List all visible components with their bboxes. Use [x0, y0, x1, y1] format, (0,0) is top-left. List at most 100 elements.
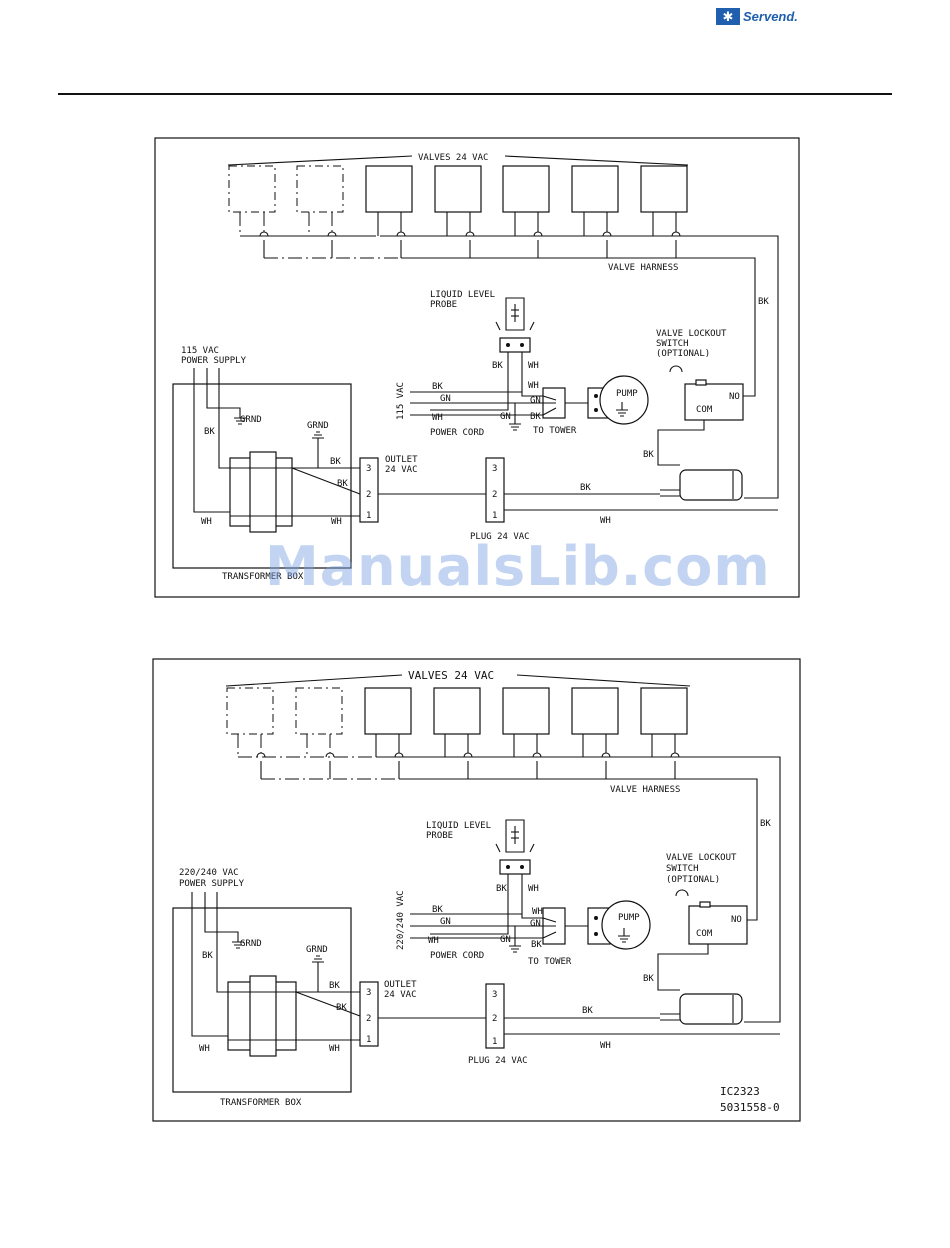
outlet-label-1: OUTLET: [385, 455, 418, 465]
valve-4: [434, 165, 482, 213]
valve-7: [640, 687, 688, 735]
lockout-label-3: (OPTIONAL): [656, 349, 710, 359]
power-cord-label: POWER CORD: [430, 428, 484, 438]
bk-right-label: BK: [758, 297, 769, 307]
bk-pump-label: BK: [531, 940, 542, 950]
probe-label-1: LIQUID LEVEL: [430, 290, 495, 300]
valves-bracket: VALVES 24 VAC: [227, 153, 689, 166]
snowflake-icon: ✱: [716, 8, 740, 25]
bk-probe-label: BK: [496, 884, 507, 894]
cord-voltage: 220/240 VAC: [396, 890, 406, 950]
header-rule: [58, 93, 892, 95]
lockout-switch: [657, 365, 744, 466]
supply-label-2: POWER SUPPLY: [179, 879, 245, 889]
liquid-level-probe: [430, 819, 535, 935]
wh-probe-label: WH: [528, 361, 539, 371]
valve-6: [571, 165, 619, 213]
wh-right-label: WH: [331, 517, 342, 527]
plug-label: PLUG 24 VAC: [470, 532, 530, 542]
valve-leads: [239, 212, 779, 499]
lockout-label-3: (OPTIONAL): [666, 875, 720, 885]
bk-left-label: BK: [204, 427, 215, 437]
outlet-label-1: OUTLET: [384, 980, 417, 990]
wh-left-label: WH: [201, 517, 212, 527]
bk-right-label: BK: [760, 819, 771, 829]
wh-right-label: WH: [329, 1044, 340, 1054]
gn-pump-label: GN: [530, 396, 541, 406]
wh-cord-label: WH: [428, 936, 439, 946]
bk-probe-label: BK: [492, 361, 503, 371]
lockout-label-1: VALVE LOCKOUT: [656, 329, 727, 339]
transformer-box-label: TRANSFORMER BOX: [222, 572, 304, 582]
plug-pin-2: 2: [492, 490, 497, 500]
grnd-1-label: GRND: [240, 939, 262, 949]
valve-3: [365, 165, 413, 213]
wh-cord-label: WH: [432, 413, 443, 423]
bk-left-label: BK: [202, 951, 213, 961]
level-sensor: [660, 993, 743, 1025]
plug-pin-3: 3: [492, 464, 497, 474]
wh-plug-label: WH: [600, 1041, 611, 1051]
valve-6: [571, 687, 619, 735]
valve-5: [502, 165, 550, 213]
valve-optional-1: [226, 687, 274, 735]
valve-4: [433, 687, 481, 735]
valve-optional-2: [295, 687, 343, 735]
plug-pin-1: 1: [492, 511, 497, 521]
grnd-2-label: GRND: [306, 945, 328, 955]
valve-optional-2: [296, 165, 344, 213]
wh-probe-label: WH: [528, 884, 539, 894]
supply-label-2: POWER SUPPLY: [181, 356, 247, 366]
outlet-pin-2: 2: [366, 1014, 371, 1024]
bk-plug-label: BK: [580, 483, 591, 493]
outlet-pin-1: 1: [366, 1035, 371, 1045]
lockout-label-2: SWITCH: [656, 339, 689, 349]
plug-24vac: [485, 983, 780, 1049]
bk-switch-label: BK: [643, 450, 654, 460]
logo-text: Servend.: [743, 9, 798, 24]
bk-xf2-label: BK: [337, 479, 348, 489]
bk-cord-label: BK: [432, 905, 443, 915]
level-sensor: [660, 469, 743, 501]
supply-label-1: 220/240 VAC: [179, 868, 239, 878]
transformer-box: [172, 892, 361, 1093]
outlet-pin-2: 2: [366, 490, 371, 500]
power-cord: [410, 387, 588, 431]
diagram-220vac: VALVES 24 VAC VALVE HARNESS BK LIQUID LE…: [152, 658, 801, 1122]
grnd-2-label: GRND: [307, 421, 329, 431]
probe-label-2: PROBE: [430, 300, 457, 310]
com-label: COM: [696, 405, 713, 415]
outlet-24vac: [359, 457, 486, 523]
outlet-pin-3: 3: [366, 464, 371, 474]
wh-pump-label: WH: [532, 907, 543, 917]
valves-label: VALVES 24 VAC: [418, 153, 488, 163]
valve-harness-label: VALVE HARNESS: [608, 263, 678, 273]
wh-plug-label: WH: [600, 516, 611, 526]
transformer-box-label: TRANSFORMER BOX: [220, 1098, 302, 1108]
pump: [587, 375, 649, 425]
outlet-pin-1: 1: [366, 511, 371, 521]
liquid-level-probe: [430, 297, 535, 411]
watermark: ManualsLib.com: [265, 535, 771, 598]
gn-low-label: GN: [500, 412, 511, 422]
gn-cord-label: GN: [440, 394, 451, 404]
no-label: NO: [731, 915, 742, 925]
drawing-number-1: IC2323: [720, 1085, 760, 1098]
valves-label: VALVES 24 VAC: [408, 669, 494, 682]
bk-plug-label: BK: [582, 1006, 593, 1016]
lockout-label-1: VALVE LOCKOUT: [666, 853, 737, 863]
power-cord: [410, 907, 588, 953]
outlet-label-2: 24 VAC: [385, 465, 418, 475]
com-label: COM: [696, 929, 713, 939]
bk-pump-label: BK: [530, 412, 541, 422]
outlet-24vac: [359, 981, 486, 1047]
cord-voltage: 115 VAC: [396, 382, 406, 420]
plug-pin-2: 2: [492, 1014, 497, 1024]
transformer-box: [172, 368, 361, 569]
valve-optional-1: [228, 165, 276, 213]
lockout-label-2: SWITCH: [666, 864, 699, 874]
bk-xf1-label: BK: [329, 981, 340, 991]
power-cord-label: POWER CORD: [430, 951, 484, 961]
drawing-number-2: 5031558-0: [720, 1101, 780, 1114]
